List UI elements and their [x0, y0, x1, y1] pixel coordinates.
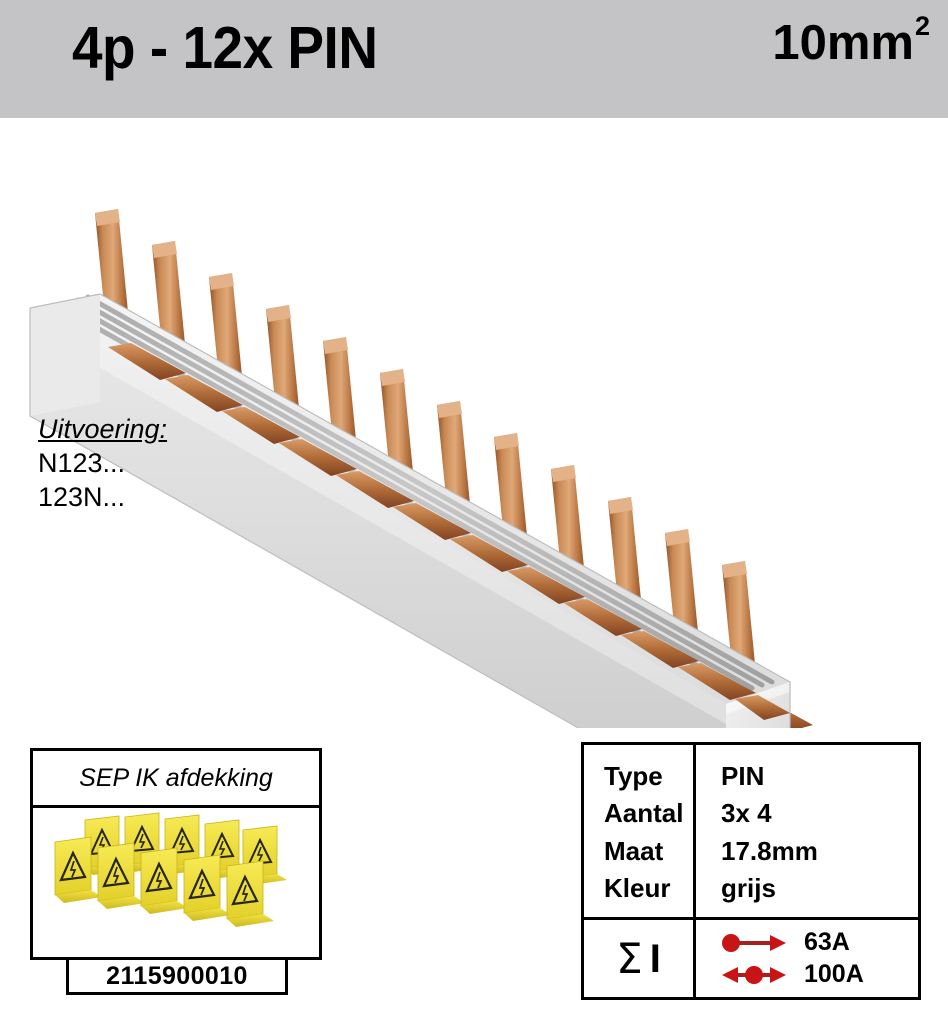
accessory-image [33, 808, 319, 957]
cross-section-value: 10mm [772, 16, 914, 70]
busbar-illustration [29, 209, 813, 728]
spec-table: Type Aantal Maat Kleur PIN 3x 4 17.8mm g… [581, 742, 921, 1000]
spec-value-type: PIN [721, 761, 765, 791]
double-arrow-icon [722, 965, 786, 984]
spec-value-aantal: 3x 4 [721, 798, 772, 829]
product-photo [0, 118, 948, 728]
spec-value-maat: 17.8mm [721, 835, 818, 866]
accessory-part-number: 2115900010 [106, 961, 248, 990]
sum-current-label: Σ I [584, 920, 696, 997]
spec-table-upper: Type Aantal Maat Kleur PIN 3x 4 17.8mm g… [584, 745, 918, 920]
spec-key-column: Type Aantal Maat Kleur [584, 745, 696, 917]
busbar-pins-front [108, 343, 790, 720]
uitvoering-block: Uitvoering: N123... 123N... [38, 414, 268, 515]
accessory-box: SEP IK afdekking [30, 748, 322, 960]
spec-value-column: PIN 3x 4 17.8mm grijs [696, 745, 918, 917]
cover-row-front [54, 836, 274, 927]
current-value-through: 100A [804, 960, 864, 988]
spec-value-kleur: grijs [721, 873, 776, 904]
single-arrow-right-icon [722, 933, 786, 952]
uitvoering-line-1: N123... [38, 447, 126, 478]
current-ratings: 63A 100A [696, 920, 918, 997]
ik-covers-illustration [54, 812, 287, 927]
spec-key-kleur: Kleur [604, 873, 671, 904]
current-rating-row: 63A [718, 928, 918, 957]
current-symbol: I [649, 936, 661, 981]
accessory-title: SEP IK afdekking [79, 763, 273, 792]
uitvoering-title: Uitvoering: [38, 414, 168, 444]
uitvoering-line-2: 123N... [38, 482, 126, 513]
spec-key-maat: Maat [604, 835, 664, 866]
page-title: 4p - 12x PIN [72, 15, 378, 81]
spec-key-aantal: Aantal [604, 798, 684, 829]
sigma-icon: Σ [616, 933, 643, 983]
current-value-incoming: 63A [804, 928, 850, 956]
spec-table-current-section: Σ I 63A 100A [584, 920, 918, 997]
cross-section-superscript: 2 [914, 11, 930, 41]
accessory-part-number-box: 2115900010 [66, 957, 288, 995]
accessory-header: SEP IK afdekking [33, 751, 319, 808]
spec-key-type: Type [604, 761, 663, 791]
current-rating-row: 100A [718, 960, 918, 989]
